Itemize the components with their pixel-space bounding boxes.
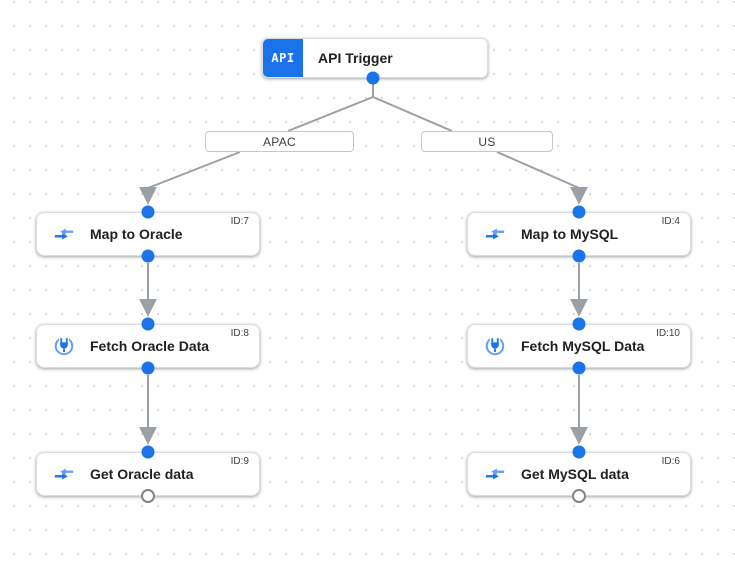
connection-point[interactable] — [366, 71, 380, 85]
connection-point[interactable] — [141, 205, 155, 219]
api-badge-icon: API — [263, 39, 303, 77]
task-node-get-oracle-data[interactable]: Get Oracle data ID:9 — [36, 452, 260, 496]
task-title: Fetch MySQL Data — [521, 338, 645, 354]
data-mapping-icon — [53, 223, 75, 245]
connection-point-terminal[interactable] — [141, 489, 155, 503]
connection-point[interactable] — [572, 205, 586, 219]
data-mapping-icon — [484, 223, 506, 245]
task-id-badge: ID:6 — [661, 456, 680, 467]
task-id-badge: ID:7 — [230, 216, 249, 227]
connector-icon — [484, 335, 506, 357]
connection-point[interactable] — [572, 445, 586, 459]
connection-point[interactable] — [572, 317, 586, 331]
connection-point[interactable] — [141, 361, 155, 375]
branch-label-apac[interactable]: APAC — [205, 131, 354, 152]
connection-point[interactable] — [572, 249, 586, 263]
task-title: Fetch Oracle Data — [90, 338, 210, 354]
edge-fork-us — [372, 96, 453, 132]
connection-point[interactable] — [141, 249, 155, 263]
task-id-badge: ID:4 — [661, 216, 680, 227]
connection-point-terminal[interactable] — [572, 489, 586, 503]
branch-label-text: US — [478, 134, 496, 149]
edge-apac-to-map-oracle — [139, 151, 241, 205]
task-node-fetch-oracle-data[interactable]: Fetch Oracle Data ID:8 — [36, 324, 260, 368]
task-id-badge: ID:9 — [230, 456, 249, 467]
task-title: Get MySQL data — [521, 466, 629, 482]
task-id-badge: ID:8 — [230, 328, 249, 339]
branch-label-text: APAC — [263, 134, 296, 149]
edge-fork-apac — [287, 96, 374, 132]
task-title: Map to Oracle — [90, 226, 183, 242]
task-title: Get Oracle data — [90, 466, 194, 482]
task-title: Map to MySQL — [521, 226, 619, 242]
branch-label-us[interactable]: US — [421, 131, 553, 152]
task-node-fetch-mysql-data[interactable]: Fetch MySQL Data ID:10 — [467, 324, 691, 368]
connection-point[interactable] — [141, 317, 155, 331]
trigger-title: API Trigger — [318, 50, 393, 66]
edge-us-to-map-mysql — [496, 151, 588, 205]
task-id-badge: ID:10 — [656, 328, 680, 339]
connection-point[interactable] — [572, 361, 586, 375]
data-mapping-icon — [484, 463, 506, 485]
connection-point[interactable] — [141, 445, 155, 459]
connector-icon — [53, 335, 75, 357]
data-mapping-icon — [53, 463, 75, 485]
